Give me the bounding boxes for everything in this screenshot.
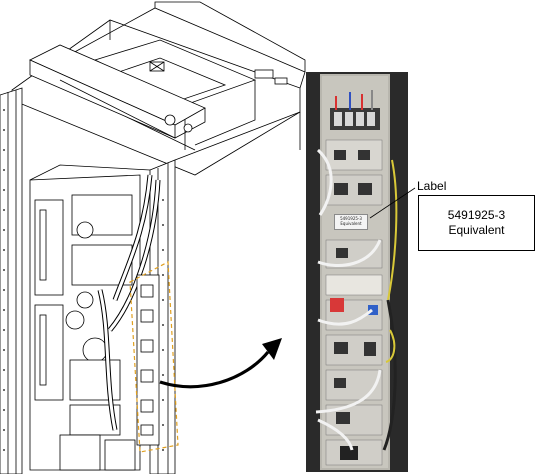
photo-label-line1: 5491925-3 — [340, 216, 362, 221]
pointer-arrow-head — [262, 338, 282, 360]
callout-part-number: 5491925-3 — [447, 208, 506, 222]
component-photo — [306, 72, 408, 472]
highlight-dashed-outline — [129, 261, 179, 453]
callout-variant: Equivalent — [448, 223, 505, 237]
pointer-arrow — [159, 350, 270, 389]
callout-box: 5491925-3 Equivalent — [418, 195, 535, 251]
photo-label-line2: Equivalent — [340, 221, 362, 226]
photo-label-sticker: 5491925-3 Equivalent — [334, 214, 368, 230]
cabinet-left-post — [0, 87, 23, 474]
label-leader-line — [369, 187, 416, 219]
callout-label-text: Label — [417, 179, 447, 193]
